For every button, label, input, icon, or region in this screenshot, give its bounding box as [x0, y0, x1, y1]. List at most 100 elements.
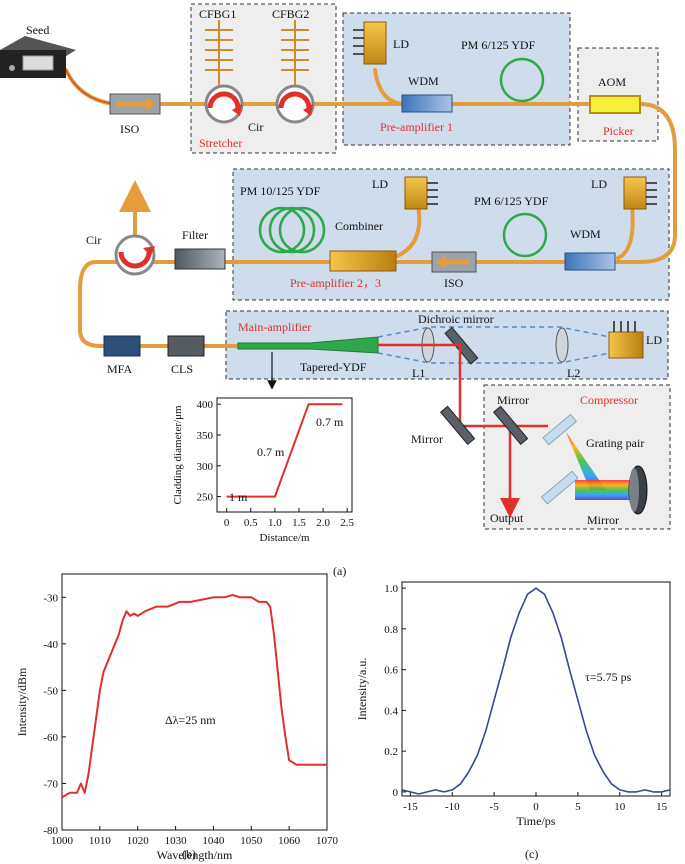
l2-label: L2	[567, 366, 580, 380]
chart-annotation: 0.7 m	[316, 415, 344, 429]
output-beam	[378, 343, 548, 505]
y-axis-label: Intensity/a.u.	[355, 658, 369, 721]
ld-comb-label: LD	[372, 177, 388, 191]
x-tick-label: -5	[490, 801, 500, 813]
cfbg2-label: CFBG2	[272, 7, 309, 21]
compressor-label: Compressor	[580, 393, 638, 407]
x-tick-label: 2.5	[340, 517, 354, 529]
dispersed-beam-1	[566, 432, 606, 490]
tapered-label: Tapered-YDF	[300, 360, 367, 374]
x-tick-label: 1010	[89, 835, 112, 847]
isolator-1	[109, 93, 161, 115]
seed-thin-fiber	[65, 69, 116, 105]
x-tick-label: 1040	[202, 835, 225, 847]
x-tick-label: 1050	[240, 835, 263, 847]
y-axis-label: Cladding diameter/μm	[172, 405, 184, 505]
plot-frame	[216, 397, 353, 513]
dichroic-label: Dichroic mirror	[418, 312, 494, 326]
y-tick-label: 0	[393, 787, 399, 799]
series-line	[401, 587, 671, 795]
ld-pre1	[353, 21, 387, 65]
iso2-label: ISO	[444, 276, 464, 290]
y-tick-label: 400	[197, 399, 214, 411]
mirror-bottom	[628, 465, 648, 515]
picker-label: Picker	[603, 124, 634, 138]
x-tick-label: 0	[533, 801, 539, 813]
cls-label: CLS	[171, 362, 193, 376]
ld-main-label: LD	[646, 333, 662, 347]
aom-label: AOM	[598, 75, 626, 89]
x-tick-label: 0	[224, 517, 230, 529]
plot-frame	[401, 581, 671, 797]
y-tick-label: -60	[43, 732, 58, 744]
y-tick-label: -30	[43, 592, 58, 604]
pm6-pre1-coil	[499, 57, 545, 103]
cfbg2-grating	[281, 20, 309, 88]
pm10-coil	[258, 206, 326, 254]
chart-annotation: τ=5.75 ps	[585, 670, 632, 684]
wdm-pre1-label: WDM	[408, 74, 439, 88]
x-tick-label: 1070	[316, 835, 339, 847]
mfa-device	[103, 335, 141, 357]
mirror-bottom-label: Mirror	[587, 513, 619, 527]
y-tick-label: 300	[197, 461, 214, 473]
wdm-pre1	[401, 94, 453, 113]
grating-pair-label: Grating pair	[586, 436, 644, 450]
panel-c-label: (c)	[525, 847, 538, 861]
y-tick-label: -80	[43, 825, 58, 837]
chart-annotation: 1 m	[229, 490, 248, 504]
chart-annotation: 0.7 m	[257, 445, 285, 459]
cfbg1-label: CFBG1	[199, 7, 236, 21]
grating-1	[542, 413, 578, 446]
x-axis-label: Time/ps	[517, 814, 556, 828]
y-axis-label: Intensity/dBm	[15, 667, 29, 736]
pre-amp23-label: Pre-amplifier 2，3	[290, 276, 381, 290]
ld-pre2	[623, 176, 657, 210]
pm10-label: PM 10/125 YDF	[240, 184, 321, 198]
x-tick-label: 1.5	[292, 517, 306, 529]
x-axis-label: Distance/m	[259, 532, 310, 544]
mirror-top-label: Mirror	[497, 393, 529, 407]
circulator-1b	[275, 84, 315, 124]
y-tick-label: -50	[43, 685, 58, 697]
stretcher-box	[190, 3, 337, 154]
x-tick-label: 15	[656, 801, 668, 813]
dichroic-mirror	[444, 326, 479, 365]
ld-pre2-label: LD	[591, 177, 607, 191]
grating-2	[540, 470, 579, 505]
ld-pre1-label: LD	[393, 37, 409, 51]
x-tick-label: -15	[403, 801, 418, 813]
pm6-pre2-coil	[502, 212, 548, 258]
pm6-pre1-label: PM 6/125 YDF	[461, 38, 536, 52]
pm6-pre2-label: PM 6/125 YDF	[474, 194, 549, 208]
wdm-pre2-label: WDM	[570, 227, 601, 241]
main-amp-label: Main-amplifier	[238, 320, 311, 334]
y-tick-label: 1.0	[384, 583, 398, 595]
mfa-label: MFA	[107, 362, 132, 376]
isolator-2	[431, 251, 477, 273]
pre-amp23-box	[232, 168, 670, 301]
x-axis-label: Wavelength/nm	[157, 848, 233, 862]
y-tick-label: 0.6	[384, 665, 398, 677]
cir1-label: Cir	[248, 120, 263, 134]
y-tick-label: 0.2	[384, 746, 398, 758]
cir2-label: Cir	[86, 233, 101, 247]
filter-label: Filter	[182, 228, 208, 242]
picker-box	[577, 47, 659, 142]
mirror-left-label: Mirror	[411, 432, 443, 446]
x-tick-label: 5	[575, 801, 581, 813]
combiner-device	[329, 250, 397, 272]
output-label: Output	[490, 511, 524, 525]
y-tick-label: 0.8	[384, 624, 398, 636]
stretcher-label: Stretcher	[199, 136, 242, 150]
circulator-1a	[204, 84, 244, 124]
x-tick-label: 1020	[127, 835, 150, 847]
x-tick-label: 1060	[278, 835, 301, 847]
y-tick-label: 250	[197, 492, 214, 504]
ld-combiner	[404, 176, 438, 210]
ld-main	[608, 321, 644, 359]
x-tick-label: 1000	[51, 835, 74, 847]
